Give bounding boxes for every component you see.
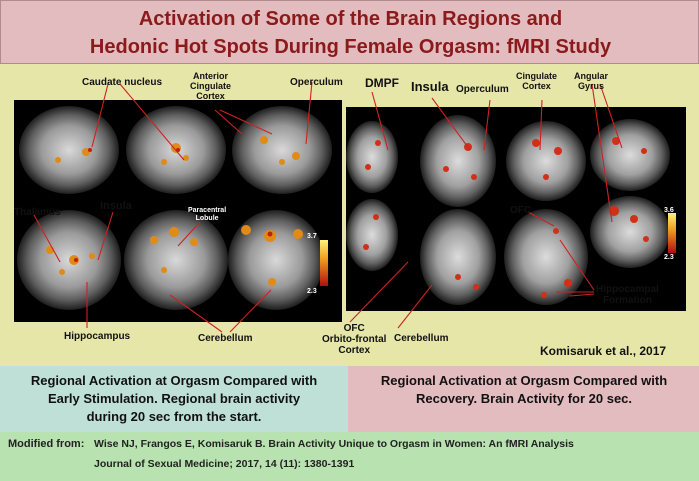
label-operculum-right: Operculum xyxy=(456,84,509,95)
axial-slice-2 xyxy=(346,199,398,271)
label-thalamus: Thalamus xyxy=(14,207,61,218)
credit-prefix: Modified from: xyxy=(8,438,85,450)
label-anterior-cingulate-cortex: Anterior Cingulate Cortex xyxy=(190,71,232,101)
label-operculum-left: Operculum xyxy=(290,77,343,88)
left-scale-max: 3.7 xyxy=(307,233,317,240)
label-cerebellum-left: Cerebellum xyxy=(198,333,253,344)
coronal-slice-1 xyxy=(19,106,119,194)
label-ofc-orbitofrontal: OFC Orbito-frontal Cortex xyxy=(322,323,387,356)
credit-line-1: Wise NJ, Frangos E, Komisaruk B. Brain A… xyxy=(94,438,574,450)
label-hippocampal-formation: Hippocampal Formation xyxy=(596,284,659,306)
left-caption: Regional Activation at Orgasm Compared w… xyxy=(30,373,318,424)
left-brain-scan-panel: 3.7 2.3 xyxy=(14,100,342,322)
label-cingulate-cortex: Cingulate Cortex xyxy=(516,71,558,91)
left-scale-min: 2.3 xyxy=(307,288,317,295)
credit-line-2: Journal of Sexual Medicine; 2017, 14 (11… xyxy=(94,458,355,470)
right-brain-scan-panel: 3.6 2.3 xyxy=(346,107,686,311)
right-caption-box: Regional Activation at Orgasm Compared w… xyxy=(348,366,699,432)
left-color-scale xyxy=(320,240,328,286)
label-hippocampus: Hippocampus xyxy=(64,331,131,342)
axial-slice-5 xyxy=(506,121,586,201)
right-scale-min: 2.3 xyxy=(664,254,674,261)
label-caudate-nucleus: Caudate nucleus xyxy=(82,77,163,88)
label-ofc: OFC xyxy=(510,205,532,216)
citation-tag: Komisaruk et al., 2017 xyxy=(540,344,667,358)
left-brain-scans xyxy=(17,106,332,310)
sagittal-slice-1 xyxy=(590,119,670,191)
title-banner: Activation of Some of the Brain Regions … xyxy=(0,0,699,64)
right-color-scale xyxy=(668,213,676,253)
title-line-2: Hedonic Hot Spots During Female Orgasm: … xyxy=(89,36,612,58)
label-insula-right: Insula xyxy=(411,79,449,94)
axial-slice-4 xyxy=(420,209,496,305)
right-brain-scans xyxy=(346,115,676,305)
label-angular-gyrus: Angular Gyrus xyxy=(574,71,609,91)
axial-slice-3 xyxy=(420,115,496,207)
label-paracentral-lobule: Paracentral Lobule xyxy=(188,207,227,222)
coronal-slice-5 xyxy=(124,210,228,310)
title-line-1: Activation of Some of the Brain Regions … xyxy=(138,8,563,30)
left-caption-box: Regional Activation at Orgasm Compared w… xyxy=(0,366,348,432)
right-caption: Regional Activation at Orgasm Compared w… xyxy=(380,373,668,406)
right-activation-spots xyxy=(363,137,649,298)
label-cerebellum-right: Cerebellum xyxy=(394,333,449,344)
right-scale-max: 3.6 xyxy=(664,207,674,214)
label-dmpf: DMPF xyxy=(365,76,399,90)
credit-box: Modified from: Wise NJ, Frangos E, Komis… xyxy=(0,432,699,481)
label-insula-left: Insula xyxy=(100,200,132,212)
